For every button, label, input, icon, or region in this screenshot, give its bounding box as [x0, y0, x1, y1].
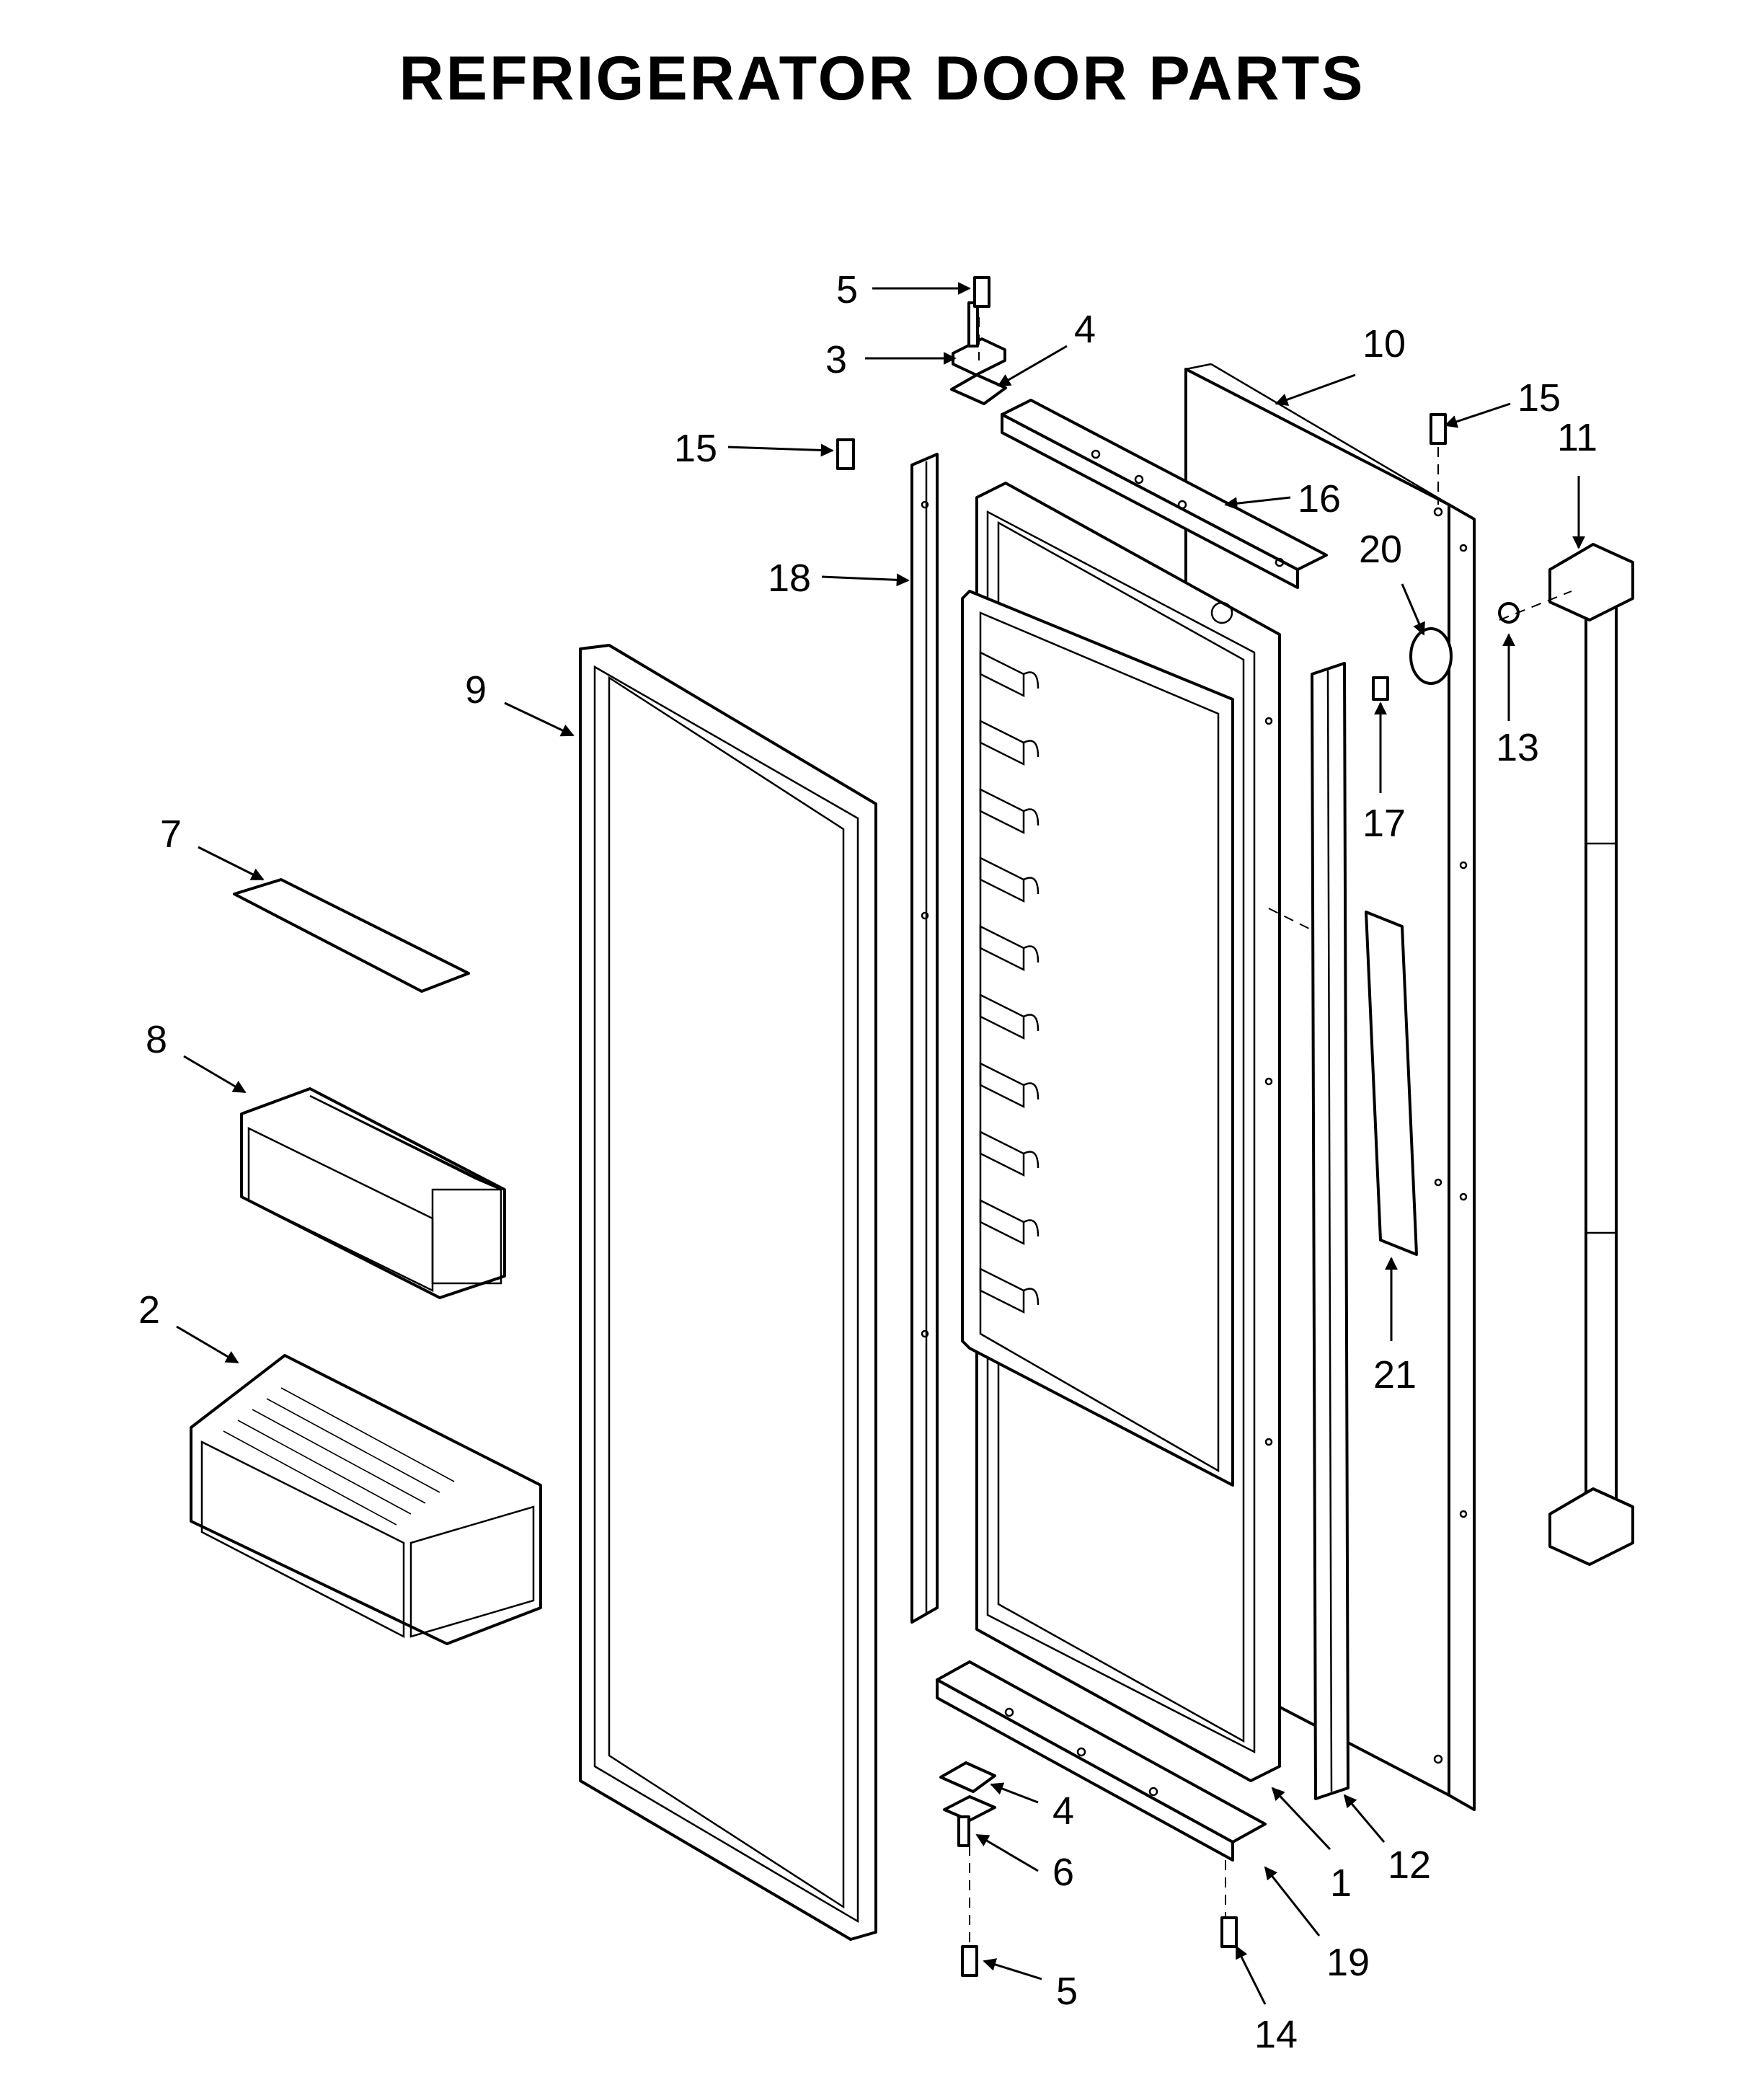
callout-2: 2: [138, 1288, 160, 1332]
callout-10: 10: [1362, 322, 1406, 366]
callout-17: 17: [1362, 802, 1406, 845]
callout-16: 16: [1298, 477, 1341, 521]
bottom-end-cap-part: [936, 1660, 1267, 1862]
bottom-end-cap-screw-part: [1220, 1916, 1238, 1948]
leader-lines: [176, 282, 1585, 2005]
callout-11: 11: [1557, 416, 1597, 459]
top-hinge-screw-part: [973, 276, 990, 308]
callout-1: 1: [1330, 1862, 1352, 1905]
callout-15-left: 15: [674, 427, 717, 470]
callout-18: 18: [768, 557, 811, 600]
shelf-cleats: [979, 650, 1040, 1314]
shelf-label-part: [233, 878, 470, 993]
callout-13: 13: [1496, 726, 1539, 769]
callout-21: 21: [1373, 1353, 1417, 1397]
top-hinge-shim-part: [950, 373, 1007, 405]
callout-7: 7: [160, 813, 182, 856]
callout-20: 20: [1359, 528, 1402, 571]
left-trim-strip-part: [910, 453, 939, 1624]
bottom-hinge-part: [943, 1795, 996, 1847]
top-end-cap-part: [1001, 399, 1328, 589]
door-liner-part: [961, 482, 1281, 1782]
liner-screw-part: [836, 438, 855, 470]
callout-6: 6: [1052, 1851, 1074, 1894]
callout-19: 19: [1326, 1941, 1370, 1984]
callout-15-right: 15: [1517, 376, 1561, 420]
bottom-hinge-shim-part: [939, 1761, 996, 1793]
handle-screw-upper-part: [1430, 413, 1447, 445]
callout-3: 3: [825, 338, 847, 381]
plug-screw-part: [1372, 676, 1389, 701]
callout-9: 9: [465, 668, 487, 712]
trim-insert-part: [1365, 911, 1418, 1256]
callout-4-top: 4: [1074, 308, 1096, 351]
callout-4-bottom: 4: [1052, 1789, 1074, 1833]
callout-12: 12: [1388, 1844, 1431, 1887]
callout-14: 14: [1254, 2013, 1298, 2056]
callout-5-top: 5: [836, 268, 858, 311]
callout-8: 8: [146, 1018, 167, 1061]
right-trim-strip-part: [1311, 662, 1349, 1800]
hole-plug-part: [1409, 627, 1453, 685]
bottom-hinge-screw-part: [961, 1945, 978, 1977]
small-door-bin-part: [240, 1087, 506, 1299]
door-gasket-part: [579, 644, 877, 1941]
door-handle-part: [1548, 543, 1634, 1566]
page-title: REFRIGERATOR DOOR PARTS: [399, 44, 1365, 113]
large-door-bin-part: [190, 1354, 542, 1645]
callout-5-bottom: 5: [1056, 1970, 1078, 2013]
